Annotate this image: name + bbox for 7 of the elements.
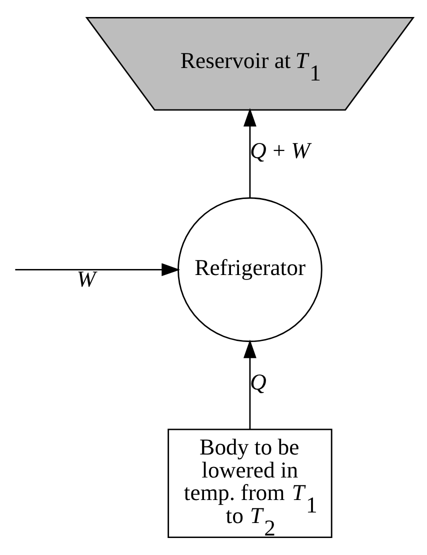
arrow xyxy=(15,263,180,276)
node-circle: Refrigerator xyxy=(178,197,322,342)
arrow xyxy=(244,340,256,430)
edge-label: Q xyxy=(250,369,266,394)
edge-label: Q + W xyxy=(250,138,310,163)
edge-label: W xyxy=(76,266,96,292)
arrow xyxy=(244,108,256,198)
